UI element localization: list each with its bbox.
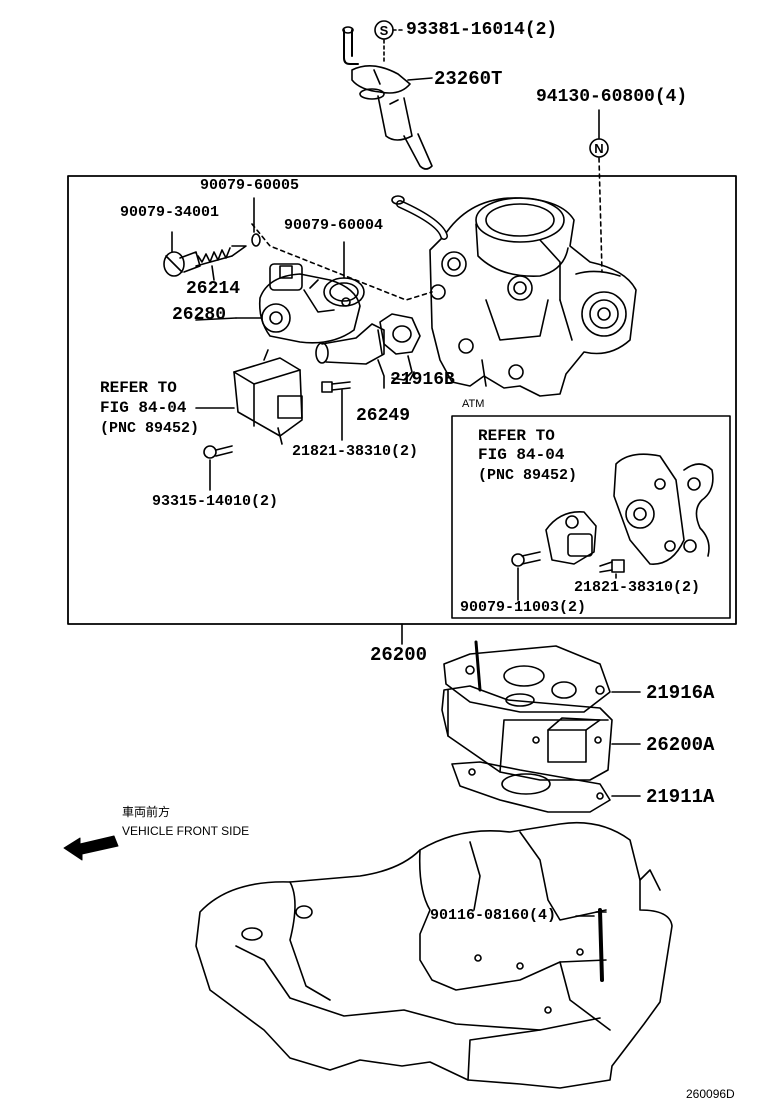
label-21911a: 21911A xyxy=(646,786,715,808)
intake-manifold-drawing xyxy=(195,821,673,1089)
screw-90079-34001 xyxy=(163,231,201,277)
label-26214: 26214 xyxy=(186,279,241,299)
gasket-21916a xyxy=(443,640,641,713)
label-90079-34001: 90079-34001 xyxy=(120,204,220,221)
refer-left-line1: REFER TO xyxy=(100,379,177,397)
label-26200a: 26200A xyxy=(646,734,715,756)
bolt-21821-right xyxy=(599,559,625,579)
label-26280: 26280 xyxy=(172,305,227,325)
label-90116-08160: 90116-08160(4) xyxy=(430,907,557,924)
label-94130-60800: 94130-60800(4) xyxy=(536,87,688,107)
refer-left-line3: (PNC 89452) xyxy=(100,420,200,437)
label-90079-60004: 90079-60004 xyxy=(284,217,384,234)
label-23260t: 23260T xyxy=(434,68,503,90)
vehicle-front-english: VEHICLE FRONT SIDE xyxy=(122,824,250,838)
diagram-id: 260096D xyxy=(686,1087,735,1101)
pipe-26249 xyxy=(315,323,385,389)
label-21821-38310-right: 21821-38310(2) xyxy=(574,579,701,596)
gasket-90079-60004 xyxy=(323,241,365,307)
label-21916b: 21916B xyxy=(390,370,455,390)
sensor-23260t-drawing xyxy=(342,26,433,170)
label-26249: 26249 xyxy=(356,406,411,426)
screw-93315 xyxy=(203,445,233,491)
gasket-21911a xyxy=(451,761,641,813)
throttle-body-drawing xyxy=(391,195,637,397)
refer-right-line1: REFER TO xyxy=(478,427,555,445)
refer-left-line2: FIG 84-04 xyxy=(100,399,187,417)
n-symbol-circle xyxy=(589,138,609,158)
label-93315-14010: 93315-14010(2) xyxy=(152,493,279,510)
spring-26214 xyxy=(195,245,247,281)
n-symbol-letter: N xyxy=(594,141,603,156)
bolt-21821-left xyxy=(321,381,351,441)
isc-valve-26280 xyxy=(235,263,361,344)
atm-sensor-drawing xyxy=(545,453,714,565)
atm-label: ATM xyxy=(462,398,485,410)
o-ring-small xyxy=(251,233,261,247)
s-symbol-letter: S xyxy=(380,23,389,38)
label-93381-16014: 93381-16014(2) xyxy=(406,20,558,40)
sensor-box-left xyxy=(195,349,303,445)
atm-inset-frame xyxy=(451,415,731,619)
gasket-21916b xyxy=(379,313,421,381)
refer-right-line2: FIG 84-04 xyxy=(478,446,565,464)
label-26200: 26200 xyxy=(370,644,428,666)
screw-90079-11003 xyxy=(511,551,541,601)
label-21916a: 21916A xyxy=(646,682,715,704)
vehicle-front-arrow xyxy=(63,835,119,861)
label-90079-60005: 90079-60005 xyxy=(200,177,300,194)
label-90079-11003: 90079-11003(2) xyxy=(460,599,587,616)
refer-right-line3: (PNC 89452) xyxy=(478,467,578,484)
vehicle-front-japanese: 車両前方 xyxy=(122,805,171,819)
label-21821-38310-left: 21821-38310(2) xyxy=(292,443,419,460)
spacer-26200a xyxy=(441,685,641,781)
